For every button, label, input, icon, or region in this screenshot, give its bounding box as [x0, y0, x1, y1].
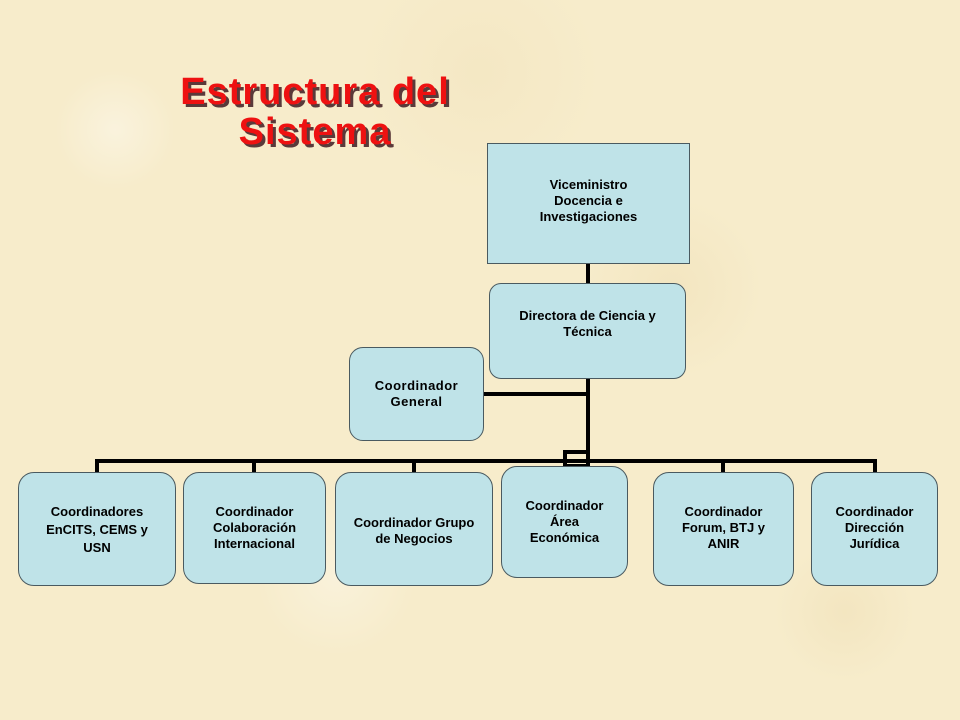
org-node-label: Coordinador Grupo de Negocios — [353, 515, 475, 546]
title-line-1: Estructura del — [180, 71, 450, 113]
org-node-label: Coordinadores EnCITS, CEMS y USN — [46, 504, 148, 555]
org-node-viceministro: Viceministro Docencia e Investigaciones — [487, 143, 690, 264]
org-node-coordinador-general: Coordinador General — [349, 347, 484, 441]
page-title: Estructura del Sistema — [140, 72, 490, 152]
org-node-direccion-juridica: Coordinador Dirección Jurídica — [811, 472, 938, 586]
org-node-label: Directora de Ciencia y Técnica — [519, 308, 656, 339]
org-node-label: Coordinador Colaboración Internacional — [212, 504, 297, 551]
org-node-colaboracion-internacional: Coordinador Colaboración Internacional — [183, 472, 326, 584]
org-node-area-economica: Coordinador Área Económica — [501, 466, 628, 578]
org-node-coordinadores-encits: Coordinadores EnCITS, CEMS y USN — [18, 472, 176, 586]
title-line-2: Sistema — [238, 111, 392, 153]
org-node-grupo-negocios: Coordinador Grupo de Negocios — [335, 472, 493, 586]
org-node-directora: Directora de Ciencia y Técnica — [489, 283, 686, 379]
org-node-label: Coordinador General — [374, 378, 459, 409]
org-node-forum-btj-anir: Coordinador Forum, BTJ y ANIR — [653, 472, 794, 586]
org-node-label: Viceministro Docencia e Investigaciones — [539, 177, 638, 224]
org-node-label: Coordinador Área Económica — [525, 498, 604, 545]
org-node-label: Coordinador Dirección Jurídica — [835, 504, 914, 551]
org-node-label: Coordinador Forum, BTJ y ANIR — [681, 504, 766, 551]
